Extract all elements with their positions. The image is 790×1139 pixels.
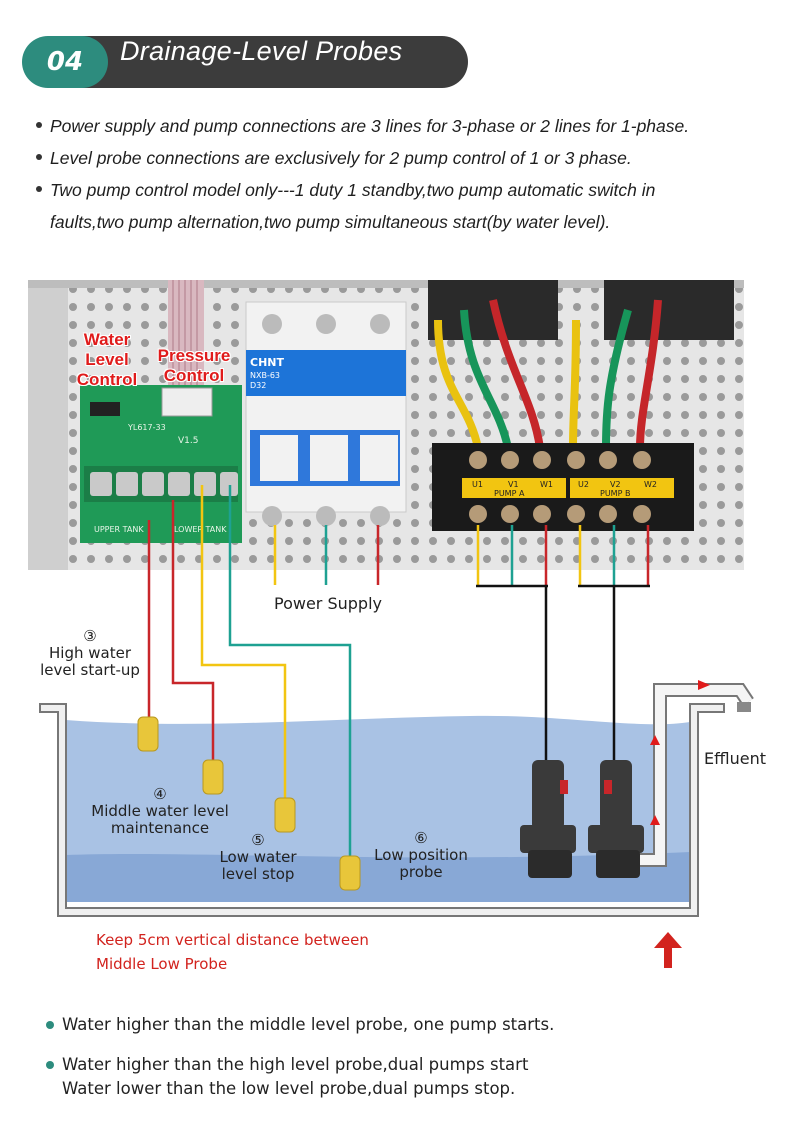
water-level-control-label: Water Level Control xyxy=(76,330,138,389)
bullet-dot-icon xyxy=(36,154,42,161)
ribbon-cable xyxy=(168,280,204,398)
middle-level-label: ④ Middle water level maintenance xyxy=(91,785,229,837)
flow-arrow-icon xyxy=(698,680,710,690)
upper-tank-label: UPPER TANK xyxy=(94,525,144,534)
float-probe-high xyxy=(137,716,159,752)
terminal-u2: U2 xyxy=(578,480,589,489)
terminal-v2: V2 xyxy=(610,480,621,489)
nozzle-icon xyxy=(737,702,751,712)
bullet-list: Power supply and pump connections are 3 … xyxy=(36,110,776,238)
panel-drawing: YL617-33 V1.5 UPPER TANK LOWER TANK CHNT… xyxy=(28,280,744,570)
breaker-rating: D32 xyxy=(250,381,266,390)
high-level-label: ③ High water level start-up xyxy=(40,627,140,679)
terminal-w1: W1 xyxy=(540,480,553,489)
pressure-control-label: Pressure Control xyxy=(157,346,231,385)
control-panel-photo: YL617-33 V1.5 UPPER TANK LOWER TANK CHNT… xyxy=(28,280,744,570)
terminal-u1: U1 xyxy=(472,480,483,489)
distance-note: Keep 5cm vertical distance between Middl… xyxy=(96,931,369,973)
pump-a-label: PUMP A xyxy=(494,489,525,498)
breaker-brand: CHNT xyxy=(250,356,284,369)
float-probe-lowpos xyxy=(339,855,361,891)
bullet-item: Two pump control model only---1 duty 1 s… xyxy=(36,174,776,206)
header-bar xyxy=(52,36,468,88)
probe-wire-low xyxy=(200,485,287,810)
terminal-w2: W2 xyxy=(644,480,657,489)
low-level-label: ⑤ Low water level stop xyxy=(219,831,297,883)
flow-arrow-icon xyxy=(650,815,660,825)
float-probe-low xyxy=(274,797,296,833)
low-position-label: ⑥ Low position probe xyxy=(374,829,468,881)
lower-tank-label: LOWER TANK xyxy=(174,525,227,534)
section-number: 04 xyxy=(22,36,108,88)
board-model-label: YL617-33 xyxy=(127,423,166,432)
float-probe-middle xyxy=(202,759,224,795)
section-header: 04 Drainage-Level Probes xyxy=(22,36,468,88)
bullet-dot-icon xyxy=(36,122,42,129)
board-version-label: V1.5 xyxy=(178,436,198,446)
effluent-label: Effluent xyxy=(704,749,766,768)
tank-wall xyxy=(39,703,725,917)
pump-b-label: PUMP B xyxy=(600,489,630,498)
page-title: Drainage-Level Probes xyxy=(120,36,403,66)
tank-wiring-diagram xyxy=(39,485,754,917)
probe-wire-lowpos xyxy=(228,485,352,858)
teal-dot-icon xyxy=(46,1061,54,1069)
bullet-item: Power supply and pump connections are 3 … xyxy=(36,110,776,142)
up-arrow-icon xyxy=(654,932,682,968)
bullet-dot-icon xyxy=(36,186,42,193)
breaker-model: NXB-63 xyxy=(250,371,280,380)
flow-arrow-icon xyxy=(650,735,660,745)
probe-wire-middle xyxy=(171,500,215,770)
bullet-item: Level probe connections are exclusively … xyxy=(36,142,776,174)
footer-item: Water higher than the middle level probe… xyxy=(46,1013,762,1037)
submersible-pump-a xyxy=(520,760,576,878)
teal-dot-icon xyxy=(46,1021,54,1029)
power-supply-label: Power Supply xyxy=(274,594,382,613)
submersible-pump-b xyxy=(588,760,644,878)
terminal-v1: V1 xyxy=(508,480,519,489)
bullet-item-continued: faults,two pump alternation,two pump sim… xyxy=(50,212,611,232)
footer-item: Water higher than the high level probe,d… xyxy=(46,1053,762,1101)
